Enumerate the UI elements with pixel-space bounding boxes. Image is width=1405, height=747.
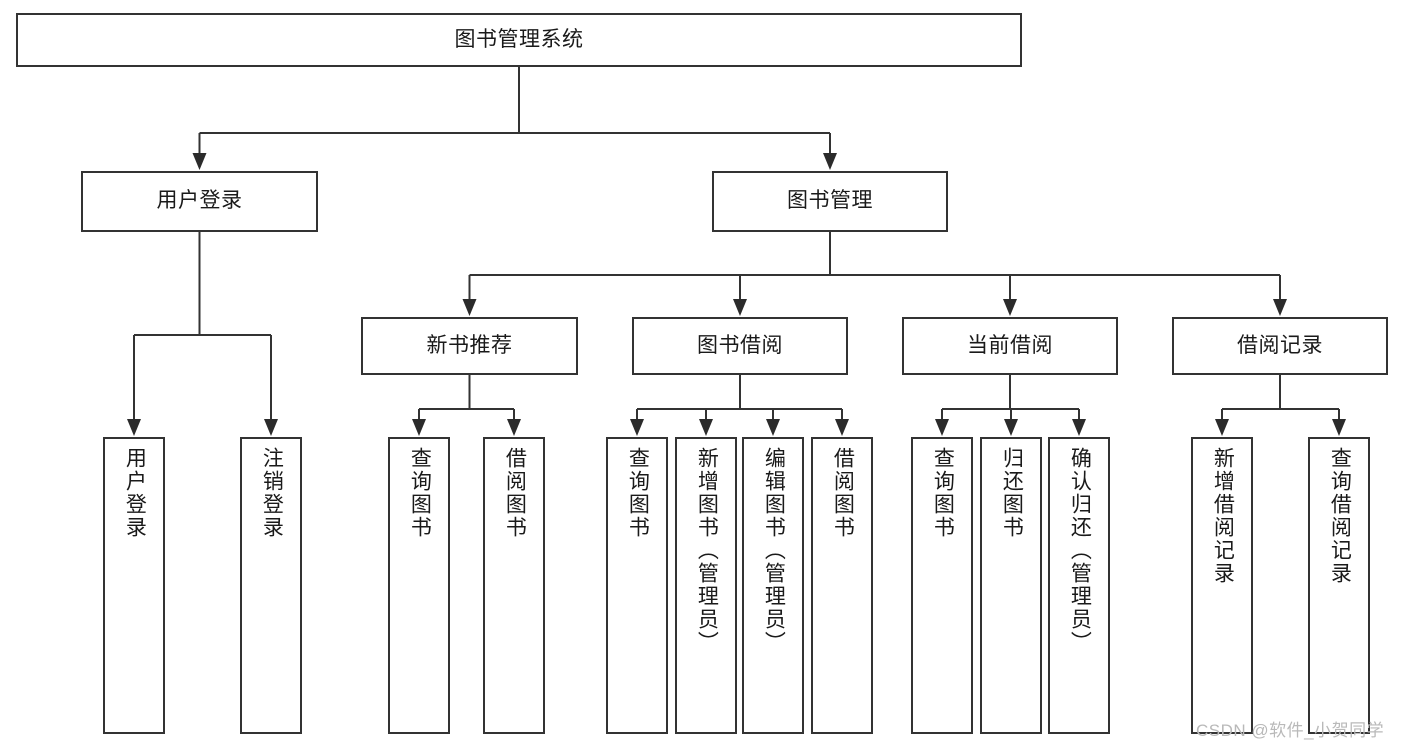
node-label: 借阅记录: [1237, 333, 1323, 357]
node-label: 归还图书: [1000, 447, 1024, 539]
node-label: 图书借阅: [697, 333, 783, 357]
node-leaf-return-book[interactable]: 归还图书: [980, 437, 1042, 734]
node-leaf-edit-book[interactable]: 编辑图书（管理员）: [742, 437, 804, 734]
node-new-book-rec[interactable]: 新书推荐: [361, 317, 578, 375]
node-leaf-add-record[interactable]: 新增借阅记录: [1191, 437, 1253, 734]
node-label: 新增图书（管理员）: [695, 447, 719, 654]
node-label: 新书推荐: [426, 333, 513, 357]
node-root[interactable]: 图书管理系统: [16, 13, 1022, 67]
node-book-borrow[interactable]: 图书借阅: [632, 317, 848, 375]
node-leaf-borrow-book-rec[interactable]: 借阅图书: [483, 437, 545, 734]
node-label: 新增借阅记录: [1211, 447, 1235, 585]
node-label: 借阅图书: [503, 447, 527, 539]
node-borrow-record[interactable]: 借阅记录: [1172, 317, 1388, 375]
node-label: 用户登录: [156, 189, 243, 213]
node-label: 查询借阅记录: [1328, 447, 1352, 585]
node-label: 用户登录: [123, 447, 147, 539]
node-user-login[interactable]: 用户登录: [81, 171, 318, 232]
node-leaf-borrow-book[interactable]: 借阅图书: [811, 437, 873, 734]
node-label: 图书管理: [787, 189, 873, 213]
node-leaf-confirm-return[interactable]: 确认归还（管理员）: [1048, 437, 1110, 734]
node-book-manage[interactable]: 图书管理: [712, 171, 948, 232]
node-label: 查询图书: [626, 447, 650, 539]
node-leaf-logout-login[interactable]: 注销登录: [240, 437, 302, 734]
node-leaf-user-login[interactable]: 用户登录: [103, 437, 165, 734]
node-leaf-query-record[interactable]: 查询借阅记录: [1308, 437, 1370, 734]
node-label: 借阅图书: [831, 447, 855, 539]
watermark: CSDN @软件_小贺同学: [1196, 721, 1385, 740]
node-label: 图书管理系统: [454, 27, 584, 51]
node-label: 确认归还（管理员）: [1068, 447, 1092, 654]
node-current-borrow[interactable]: 当前借阅: [902, 317, 1118, 375]
node-label: 编辑图书（管理员）: [762, 447, 786, 654]
node-label: 查询图书: [408, 447, 432, 539]
node-leaf-query-book-borrow[interactable]: 查询图书: [606, 437, 668, 734]
node-label: 当前借阅: [967, 333, 1053, 357]
node-leaf-query-book-cur[interactable]: 查询图书: [911, 437, 973, 734]
node-label: 查询图书: [931, 447, 955, 539]
node-leaf-query-book-rec[interactable]: 查询图书: [388, 437, 450, 734]
node-leaf-add-book[interactable]: 新增图书（管理员）: [675, 437, 737, 734]
node-label: 注销登录: [260, 447, 284, 539]
